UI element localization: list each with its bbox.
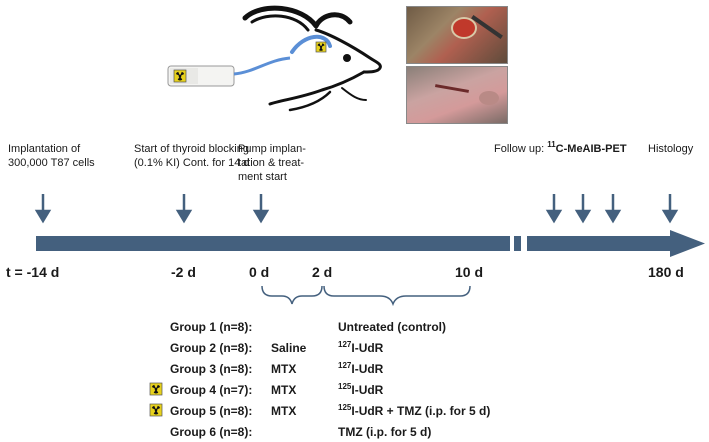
tick-minus2: -2 d — [171, 264, 196, 280]
group-1-treatment: Untreated (control) — [338, 320, 446, 334]
group-4-pretreatment: MTX — [271, 383, 297, 397]
group-2-pretreatment: Saline — [271, 341, 307, 355]
group-2-name: Group 2 (n=8): — [170, 341, 253, 355]
group-5-name: Group 5 (n=8): — [170, 404, 253, 418]
radiation-icon — [149, 382, 163, 396]
arrow-followup-2 — [574, 194, 592, 224]
group-5-pretreatment: MTX — [271, 404, 297, 418]
group-4-treatment: 125I-UdR — [338, 382, 384, 398]
radiation-icon — [149, 403, 163, 417]
brace-0-2 — [261, 285, 323, 305]
surgery-photo — [406, 6, 508, 64]
group-4-name: Group 4 (n=7): — [170, 383, 253, 397]
tick-end: 180 d — [648, 264, 684, 280]
rat-head-drawing — [242, 5, 382, 112]
tick-ten: 10 d — [455, 264, 484, 280]
group-6-name: Group 6 (n=8): — [170, 425, 253, 439]
group-1-name: Group 1 (n=8): — [170, 320, 253, 334]
followup-suffix: C-MeAIB-PET — [555, 143, 627, 155]
rat-photo — [406, 66, 508, 124]
followup-prefix: Follow up: — [494, 143, 548, 155]
followup-isotope-sup: 11 — [547, 140, 556, 149]
event-thyroid-label: Start of thyroid blocking (0.1% KI) Cont… — [134, 143, 250, 169]
group-3-pretreatment: MTX — [271, 362, 297, 376]
tick-start: t = -14 d — [6, 264, 60, 280]
tick-two: 2 d — [312, 264, 333, 280]
group-2-treatment: 127I-UdR — [338, 340, 384, 356]
event-arrows — [34, 194, 679, 224]
event-histology-label: Histology — [648, 143, 694, 155]
brace-2-10 — [323, 285, 471, 307]
arrow-followup-3 — [604, 194, 622, 224]
arrow-pump — [252, 194, 270, 224]
event-followup-label: Follow up: 11C-MeAIB-PET — [494, 140, 627, 156]
group-6-treatment: TMZ (i.p. for 5 d) — [338, 425, 432, 439]
radiation-icon — [315, 41, 327, 53]
group-3-treatment: 127I-UdR — [338, 361, 384, 377]
arrow-thyroid — [175, 194, 193, 224]
group-3-name: Group 3 (n=8): — [170, 362, 253, 376]
group-5-treatment: 125I-UdR + TMZ (i.p. for 5 d) — [338, 403, 491, 419]
radiation-icon — [173, 69, 187, 83]
arrow-followup-1 — [545, 194, 563, 224]
arrow-implantation — [34, 194, 52, 224]
timeline-bar — [36, 230, 705, 257]
tick-zero: 0 d — [249, 264, 270, 280]
period-braces — [261, 285, 471, 307]
event-implantation-label: Implantation of 300,000 T87 cells — [8, 143, 95, 169]
event-pump-label: Pump implan- tation & treat- ment start — [238, 143, 306, 183]
arrow-histology — [661, 194, 679, 224]
